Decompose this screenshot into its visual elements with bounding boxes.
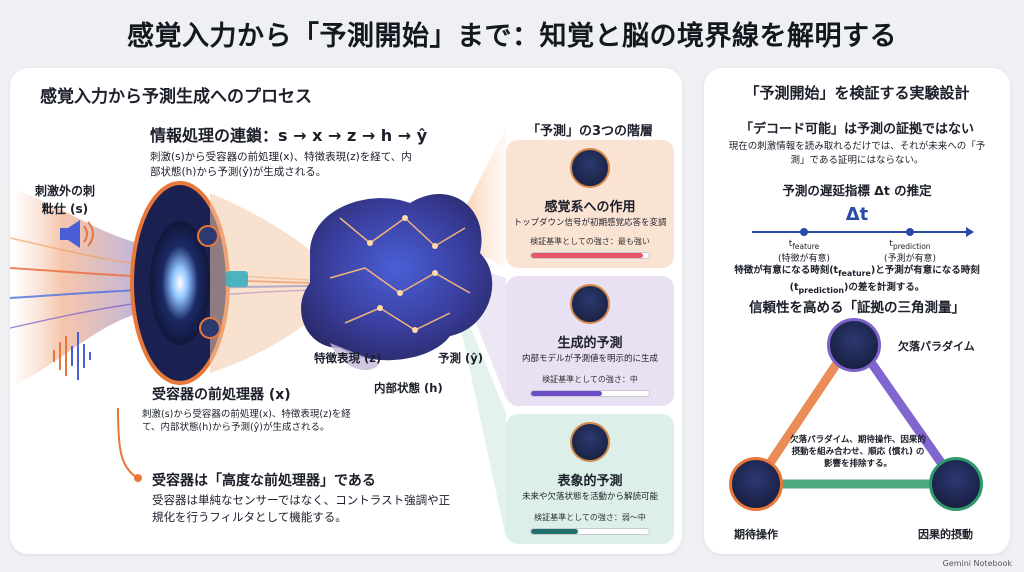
level-description: 内部モデルが予測値を明示的に生成: [521, 354, 658, 364]
stimulus-label: 刺激外の刺粃仕 (s): [34, 184, 95, 216]
t-prediction-marker: [906, 228, 914, 236]
feature-label: 特徴表現 (z): [314, 351, 382, 365]
triangulation-description: 欠落パラダイム、期待操作、因果的摂動を組み合わせ、順応 (慣れ) の影響を排除す…: [790, 435, 926, 469]
process-heading: 感覚入力から予測生成へのプロセス: [40, 87, 312, 107]
node-label-omission: 欠落パラダイム: [898, 340, 975, 353]
preprocess-block: [226, 271, 248, 287]
waveform-icon: [53, 332, 91, 380]
decodable-description: 現在の刺激情報を読み取れるだけでは、それが未来への「予測」である証明にはならない…: [728, 141, 986, 166]
receptor-title: 受容器の前処理器 (x): [152, 387, 291, 403]
t-prediction-label: tprediction (予測が有意): [865, 238, 955, 265]
level-card-representational: 表象的予測 未来や欠落状態を活動から解読可能 検証基準としての強さ：弱〜中: [506, 414, 674, 544]
t-prediction-subscript: prediction: [892, 241, 931, 251]
strength-bar: [530, 528, 650, 535]
latency-title: 予測の遅延指標 Δt の推定: [782, 183, 932, 198]
t-prediction-symbol: t: [889, 239, 893, 249]
expectation-manipulation-icon: [729, 457, 783, 511]
brain-shape: [301, 193, 493, 361]
receptor-core: [150, 221, 210, 345]
latency-text-2: )と予測が有意になる時刻(t: [789, 265, 980, 293]
strength-bar: [530, 390, 650, 397]
level-card-sensory: 感覚系への作用 トップダウン信号が初期感覚応答を変調 検証基準としての強さ：最も…: [506, 140, 674, 268]
level-card-generative: 生成的予測 内部モデルが予測値を明示的に生成 検証基準としての強さ：中: [506, 276, 674, 406]
level-strength: 検証基準としての強さ：弱〜中: [534, 513, 646, 522]
internal-state-label: 内部状態 (h): [374, 381, 443, 395]
strength-bar-fill: [531, 529, 579, 534]
brain-stem: [330, 343, 380, 371]
level-strength: 検証基準としての強さ：中: [542, 375, 638, 384]
experiment-heading: 「予測開始」を検証する実験設計: [744, 84, 970, 102]
t-feature-symbol: t: [788, 239, 793, 249]
strength-bar-fill: [531, 391, 602, 396]
level-title: 感覚系への作用: [544, 200, 636, 215]
sensory-action-icon: [570, 148, 610, 188]
generative-model-icon: [570, 284, 610, 324]
page-title: 感覚入力から「予測開始」まで：知覚と脳の境界線を解明する: [127, 21, 897, 52]
strength-bar-fill: [531, 253, 644, 258]
level-description: トップダウン信号が初期感覚応答を変調: [513, 218, 667, 228]
stimulus-beam: [10, 188, 160, 388]
node-label-causal: 因果的摂動: [918, 528, 973, 541]
level-title: 表象的予測: [557, 474, 623, 489]
decodable-subheading: 「デコード可能」は予測の証拠ではない: [739, 122, 974, 137]
node-label-expectation: 期待操作: [734, 528, 778, 541]
triangulation-title: 信頼性を高める「証拠の三角測量」: [749, 300, 965, 316]
decode-signal-icon: [570, 422, 610, 462]
speaker-icon: [60, 220, 94, 248]
strength-bar: [530, 252, 650, 259]
footer-brand: Gemini Notebook: [942, 559, 1012, 568]
latency-sub-2: prediction: [798, 285, 845, 295]
receptor-description: 刺激(s)から受容器の前処理(x)、特徴表現(z)を経て、内部状態(h)から予測…: [142, 409, 351, 433]
omission-paradigm-icon: [827, 318, 881, 372]
t-feature-marker: [800, 228, 808, 236]
t-prediction-note: (予測が有意): [883, 253, 937, 264]
process-panel: 感覚入力から予測生成へのプロセス: [10, 68, 682, 554]
delta-t-label: Δt: [845, 204, 869, 225]
chain-title: 情報処理の連鎖：s → x → z → h → ŷ: [150, 126, 428, 145]
latency-sub-1: feature: [838, 268, 871, 278]
t-feature-label: tfeature (特徴が有意): [759, 238, 849, 265]
latency-text-3: )の差を計測する。: [844, 281, 925, 293]
level-title: 生成的予測: [557, 336, 623, 351]
latency-text-1: 特徴が有意になる時刻(t: [734, 265, 839, 276]
t-feature-subscript: feature: [792, 241, 820, 251]
latency-description: 特徴が有意になる時刻(tfeature)と予測が有意になる時刻(tpredict…: [724, 264, 990, 298]
process-illustration: [10, 128, 506, 538]
experiment-panel: 「予測開始」を検証する実験設計 「デコード可能」は予測の証拠ではない 現在の刺激…: [704, 68, 1010, 554]
level-description: 未来や欠落状態を活動から解読可能: [521, 492, 658, 502]
level-strength: 検証基準としての強さ：最も強い: [530, 237, 650, 246]
levels-title: 「予測」の3つの階層: [526, 124, 654, 139]
t-feature-note: (特徴が有意): [777, 253, 831, 264]
filter-title: 受容器は「高度な前処理器」である: [152, 473, 376, 489]
chain-description: 刺激(s)から受容器の前処理(x)、特徴表現(z)を経て、内部状態(h)から予測…: [150, 151, 412, 178]
filter-description: 受容器は単純なセンサーではなく、コントラスト強調や正規化を行うフィルタとして機能…: [152, 493, 451, 524]
cone-representational: [450, 278, 506, 538]
prediction-label: 予測 (ŷ): [438, 351, 484, 365]
causal-perturbation-icon: [929, 457, 983, 511]
